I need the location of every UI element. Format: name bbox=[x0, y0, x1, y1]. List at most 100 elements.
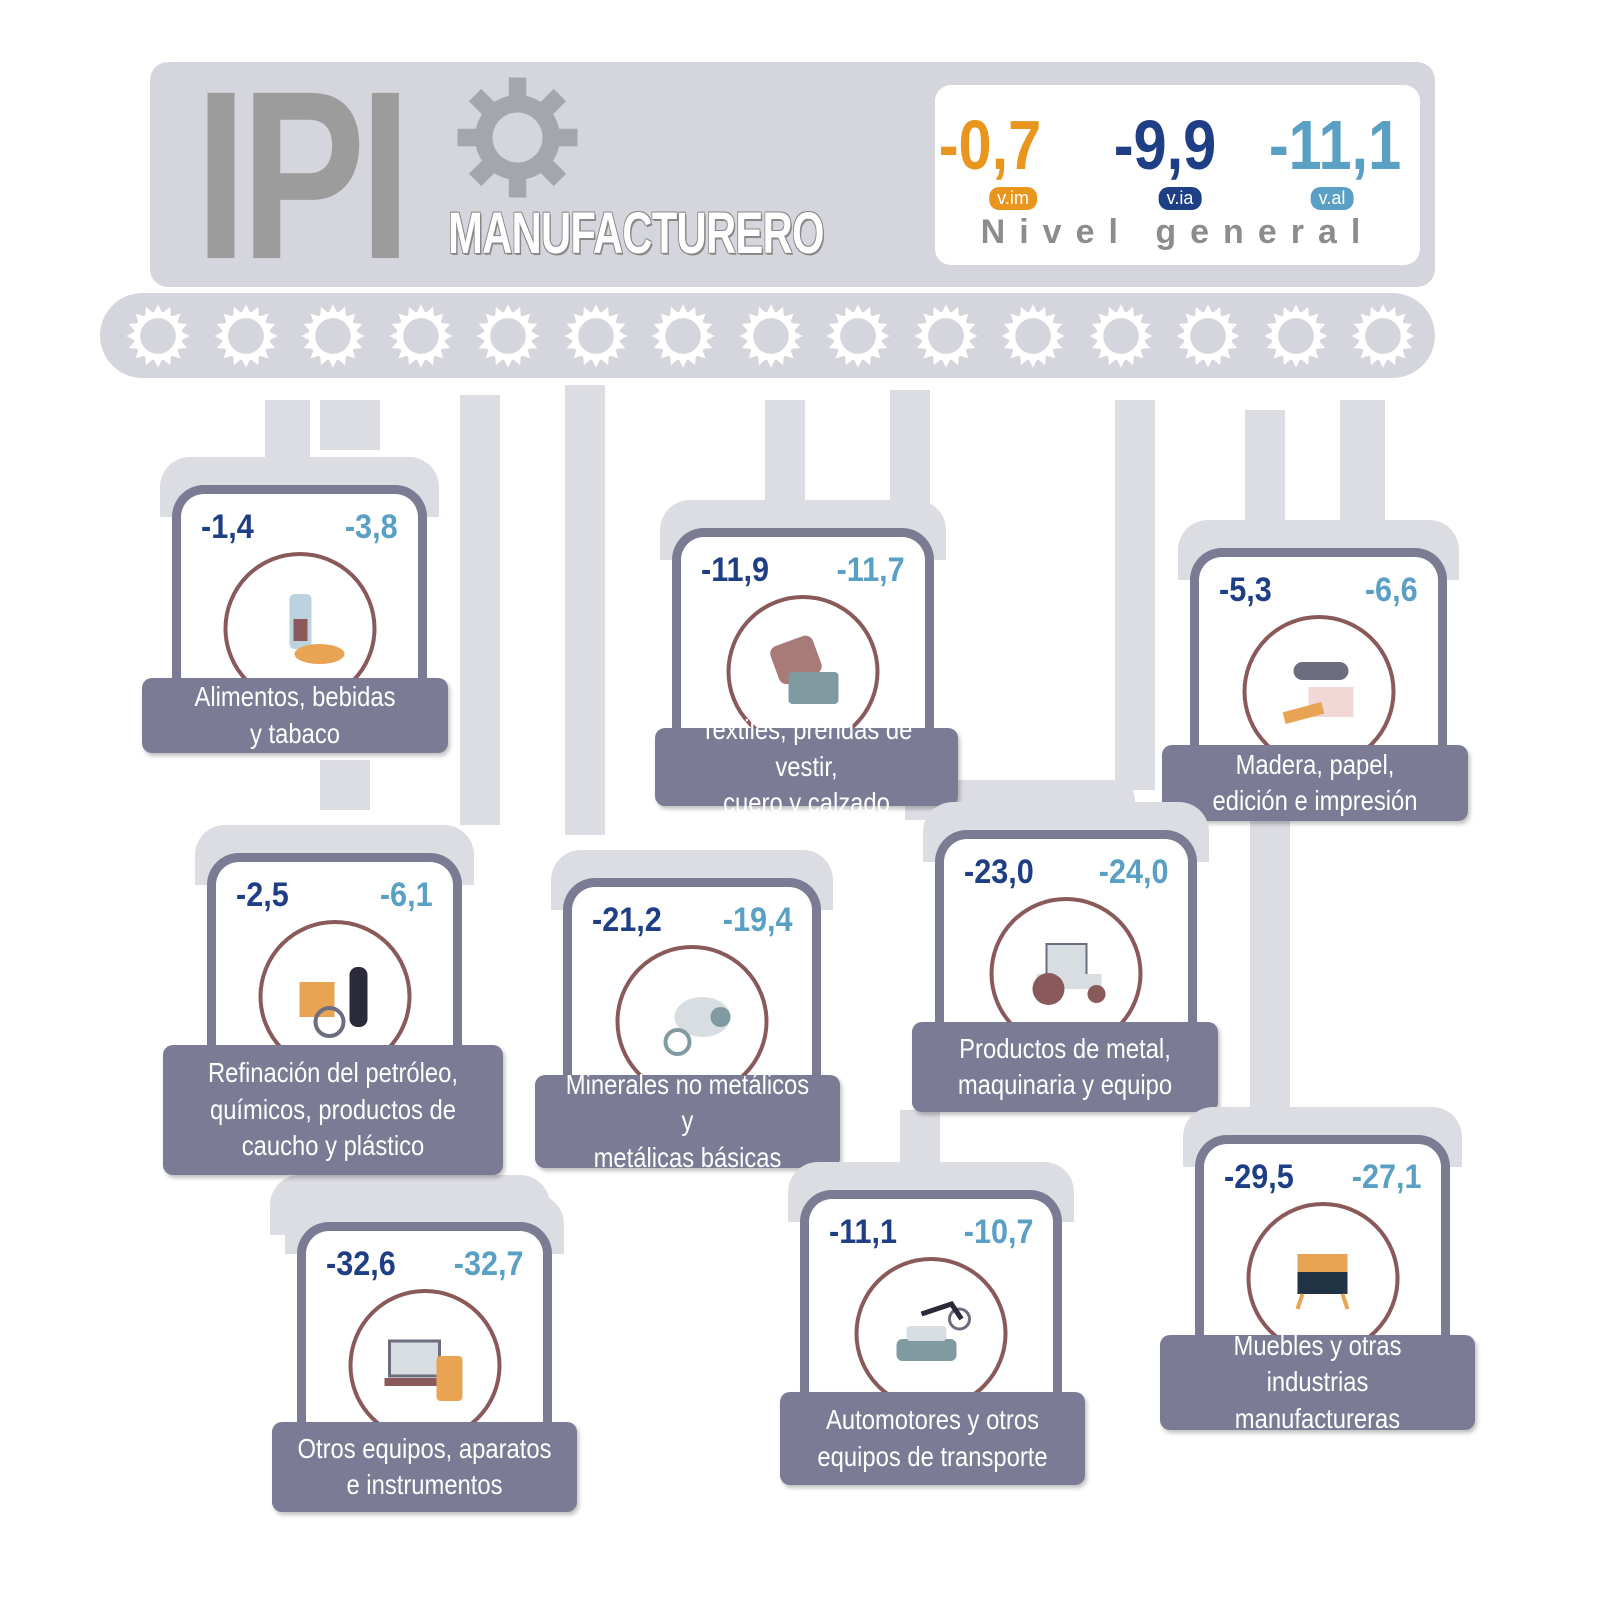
card-frame: -23,0 -24,0 bbox=[935, 830, 1197, 1050]
pipe bbox=[890, 390, 930, 520]
via-value: -2,5 bbox=[236, 876, 289, 914]
pipe bbox=[1340, 400, 1385, 520]
via-value: -9,9 bbox=[1113, 106, 1217, 184]
sector-label: Automotores y otros equipos de transporte bbox=[780, 1392, 1085, 1485]
sector-label-line: Productos de metal, bbox=[959, 1032, 1171, 1064]
general-level-label: Nivel general bbox=[980, 213, 1375, 251]
vim-badge: v.im bbox=[989, 187, 1037, 210]
cement-mixer-icon bbox=[663, 996, 730, 1056]
pipe bbox=[1115, 400, 1155, 790]
sector-label-line: Madera, papel, bbox=[1235, 748, 1395, 780]
icon-circle bbox=[348, 1289, 501, 1442]
pipe bbox=[320, 400, 380, 450]
sector-label: Muebles y otras industrias manufactureras bbox=[1160, 1330, 1475, 1434]
via-value: -32,6 bbox=[326, 1245, 396, 1283]
val-value: -27,1 bbox=[1351, 1158, 1421, 1196]
sector-label-line: metálicas básicas bbox=[593, 1141, 782, 1173]
sector-label-line: cuero y calzado bbox=[723, 787, 890, 819]
via-value: -21,2 bbox=[592, 901, 662, 939]
vim-value: -0,7 bbox=[938, 106, 1042, 184]
via-value: -11,1 bbox=[829, 1213, 898, 1251]
card-frame: -1,4 -3,8 bbox=[172, 485, 427, 705]
ipi-title: IPI bbox=[195, 41, 411, 309]
via-value: -29,5 bbox=[1224, 1158, 1294, 1196]
pipe bbox=[1245, 410, 1285, 520]
belt-gear-icon bbox=[213, 304, 278, 368]
general-level-panel: -0,7 -9,9 -11,1 v.im v.ia v.al Nivel gen… bbox=[935, 85, 1420, 265]
pipe bbox=[900, 1110, 940, 1170]
tractor-icon bbox=[1032, 942, 1105, 1005]
sector-label-line: caucho y plástico bbox=[241, 1130, 425, 1162]
val-value: -6,1 bbox=[380, 876, 433, 914]
sector-label-line: e instrumentos bbox=[346, 1469, 503, 1500]
card-frame: -21,2 -19,4 bbox=[563, 878, 821, 1098]
belt-gear-icon bbox=[476, 304, 540, 368]
belt-gear-icon bbox=[651, 304, 715, 368]
belt-gear-icon bbox=[388, 304, 453, 368]
sector-label-line: Alimentos, bebidas bbox=[194, 681, 396, 713]
via-badge: v.ia bbox=[1158, 187, 1202, 210]
belt-gear-icon bbox=[738, 304, 803, 368]
via-value: -11,9 bbox=[701, 551, 770, 589]
sector-label: Refinación del petróleo, químicos, produc… bbox=[163, 1045, 503, 1175]
chemicals-icon bbox=[299, 966, 368, 1038]
sector-label: Alimentos, bebidas y tabaco bbox=[142, 678, 448, 753]
card-frame: -11,9 -11,7 bbox=[672, 528, 934, 748]
val-value: -11,7 bbox=[836, 551, 905, 589]
belt-gear-icon bbox=[1001, 304, 1065, 368]
gear-icon bbox=[457, 77, 578, 198]
clothing-icon bbox=[769, 635, 838, 704]
card-frame: -32,6 -32,7 bbox=[297, 1222, 552, 1442]
sector-label: Productos de metal, maquinaria y equipo bbox=[912, 1022, 1218, 1112]
belt-gear-icon bbox=[1176, 304, 1240, 368]
via-value: -23,0 bbox=[964, 853, 1034, 891]
belt-gear-icon bbox=[563, 304, 628, 368]
icon-circle bbox=[726, 595, 880, 748]
pipe bbox=[565, 385, 605, 835]
laptop-phone-icon bbox=[384, 1339, 463, 1401]
belt-gear-icon bbox=[1351, 304, 1415, 368]
card-frame: -2,5 -6,1 bbox=[207, 853, 462, 1073]
furniture-icon bbox=[1295, 1253, 1350, 1310]
bottle-bread-icon bbox=[289, 593, 345, 664]
sector-label-line: Otros equipos, aparatos bbox=[297, 1432, 552, 1464]
icon-circle bbox=[1242, 615, 1395, 768]
val-value: -3,8 bbox=[345, 508, 398, 546]
belt-gear-icon bbox=[913, 304, 978, 368]
sector-label-line: químicos, productos de bbox=[209, 1093, 457, 1125]
icon-circle bbox=[615, 945, 769, 1098]
belt-gear-icon bbox=[1088, 304, 1153, 368]
sector-label-line: Automotores y otros bbox=[826, 1404, 1039, 1436]
sector-label: Minerales no metálicos y metálicas básica… bbox=[535, 1069, 840, 1173]
val-value: -19,4 bbox=[722, 901, 792, 939]
pipe bbox=[460, 395, 500, 825]
sector-label-line: Minerales no metálicos y bbox=[565, 1068, 810, 1137]
val-value: -10,7 bbox=[963, 1213, 1033, 1251]
sector-label-line: y tabaco bbox=[250, 717, 340, 749]
sector-label-line: Muebles y otras industrias bbox=[1233, 1329, 1402, 1398]
val-badge: v.al bbox=[1310, 187, 1354, 210]
card-frame: -5,3 -6,6 bbox=[1190, 548, 1447, 768]
sector-label-line: equipos de transporte bbox=[817, 1440, 1048, 1472]
sector-label: Textiles, prendas de vestir, cuero y calz… bbox=[655, 714, 958, 818]
subtitle: MANUFACTURERO bbox=[448, 201, 824, 266]
sector-label-line: edición e impresión bbox=[1212, 785, 1418, 816]
val-value: -32,7 bbox=[453, 1245, 523, 1283]
belt-gear-icon bbox=[826, 304, 890, 368]
sector-label-line: maquinaria y equipo bbox=[957, 1069, 1173, 1100]
belt-gear-icon bbox=[1263, 304, 1328, 368]
via-value: -1,4 bbox=[201, 508, 254, 546]
pipe bbox=[320, 760, 370, 810]
sector-label-line: manufactureras bbox=[1234, 1402, 1401, 1434]
val-value: -11,1 bbox=[1268, 106, 1402, 184]
paper-roll-icon bbox=[1282, 661, 1354, 724]
sector-label-line: Textiles, prendas de vestir, bbox=[700, 714, 913, 782]
sector-label: Madera, papel, edición e impresión bbox=[1162, 745, 1468, 821]
via-value: -5,3 bbox=[1219, 571, 1272, 609]
sector-label-line: Refinación del petróleo, bbox=[207, 1057, 459, 1089]
belt-gear-icon bbox=[301, 304, 365, 368]
val-value: -24,0 bbox=[1098, 853, 1168, 891]
card-frame: -29,5 -27,1 bbox=[1195, 1135, 1450, 1359]
card-frame: -11,1 -10,7 bbox=[800, 1190, 1062, 1414]
car-motorcycle-icon bbox=[896, 1300, 971, 1361]
